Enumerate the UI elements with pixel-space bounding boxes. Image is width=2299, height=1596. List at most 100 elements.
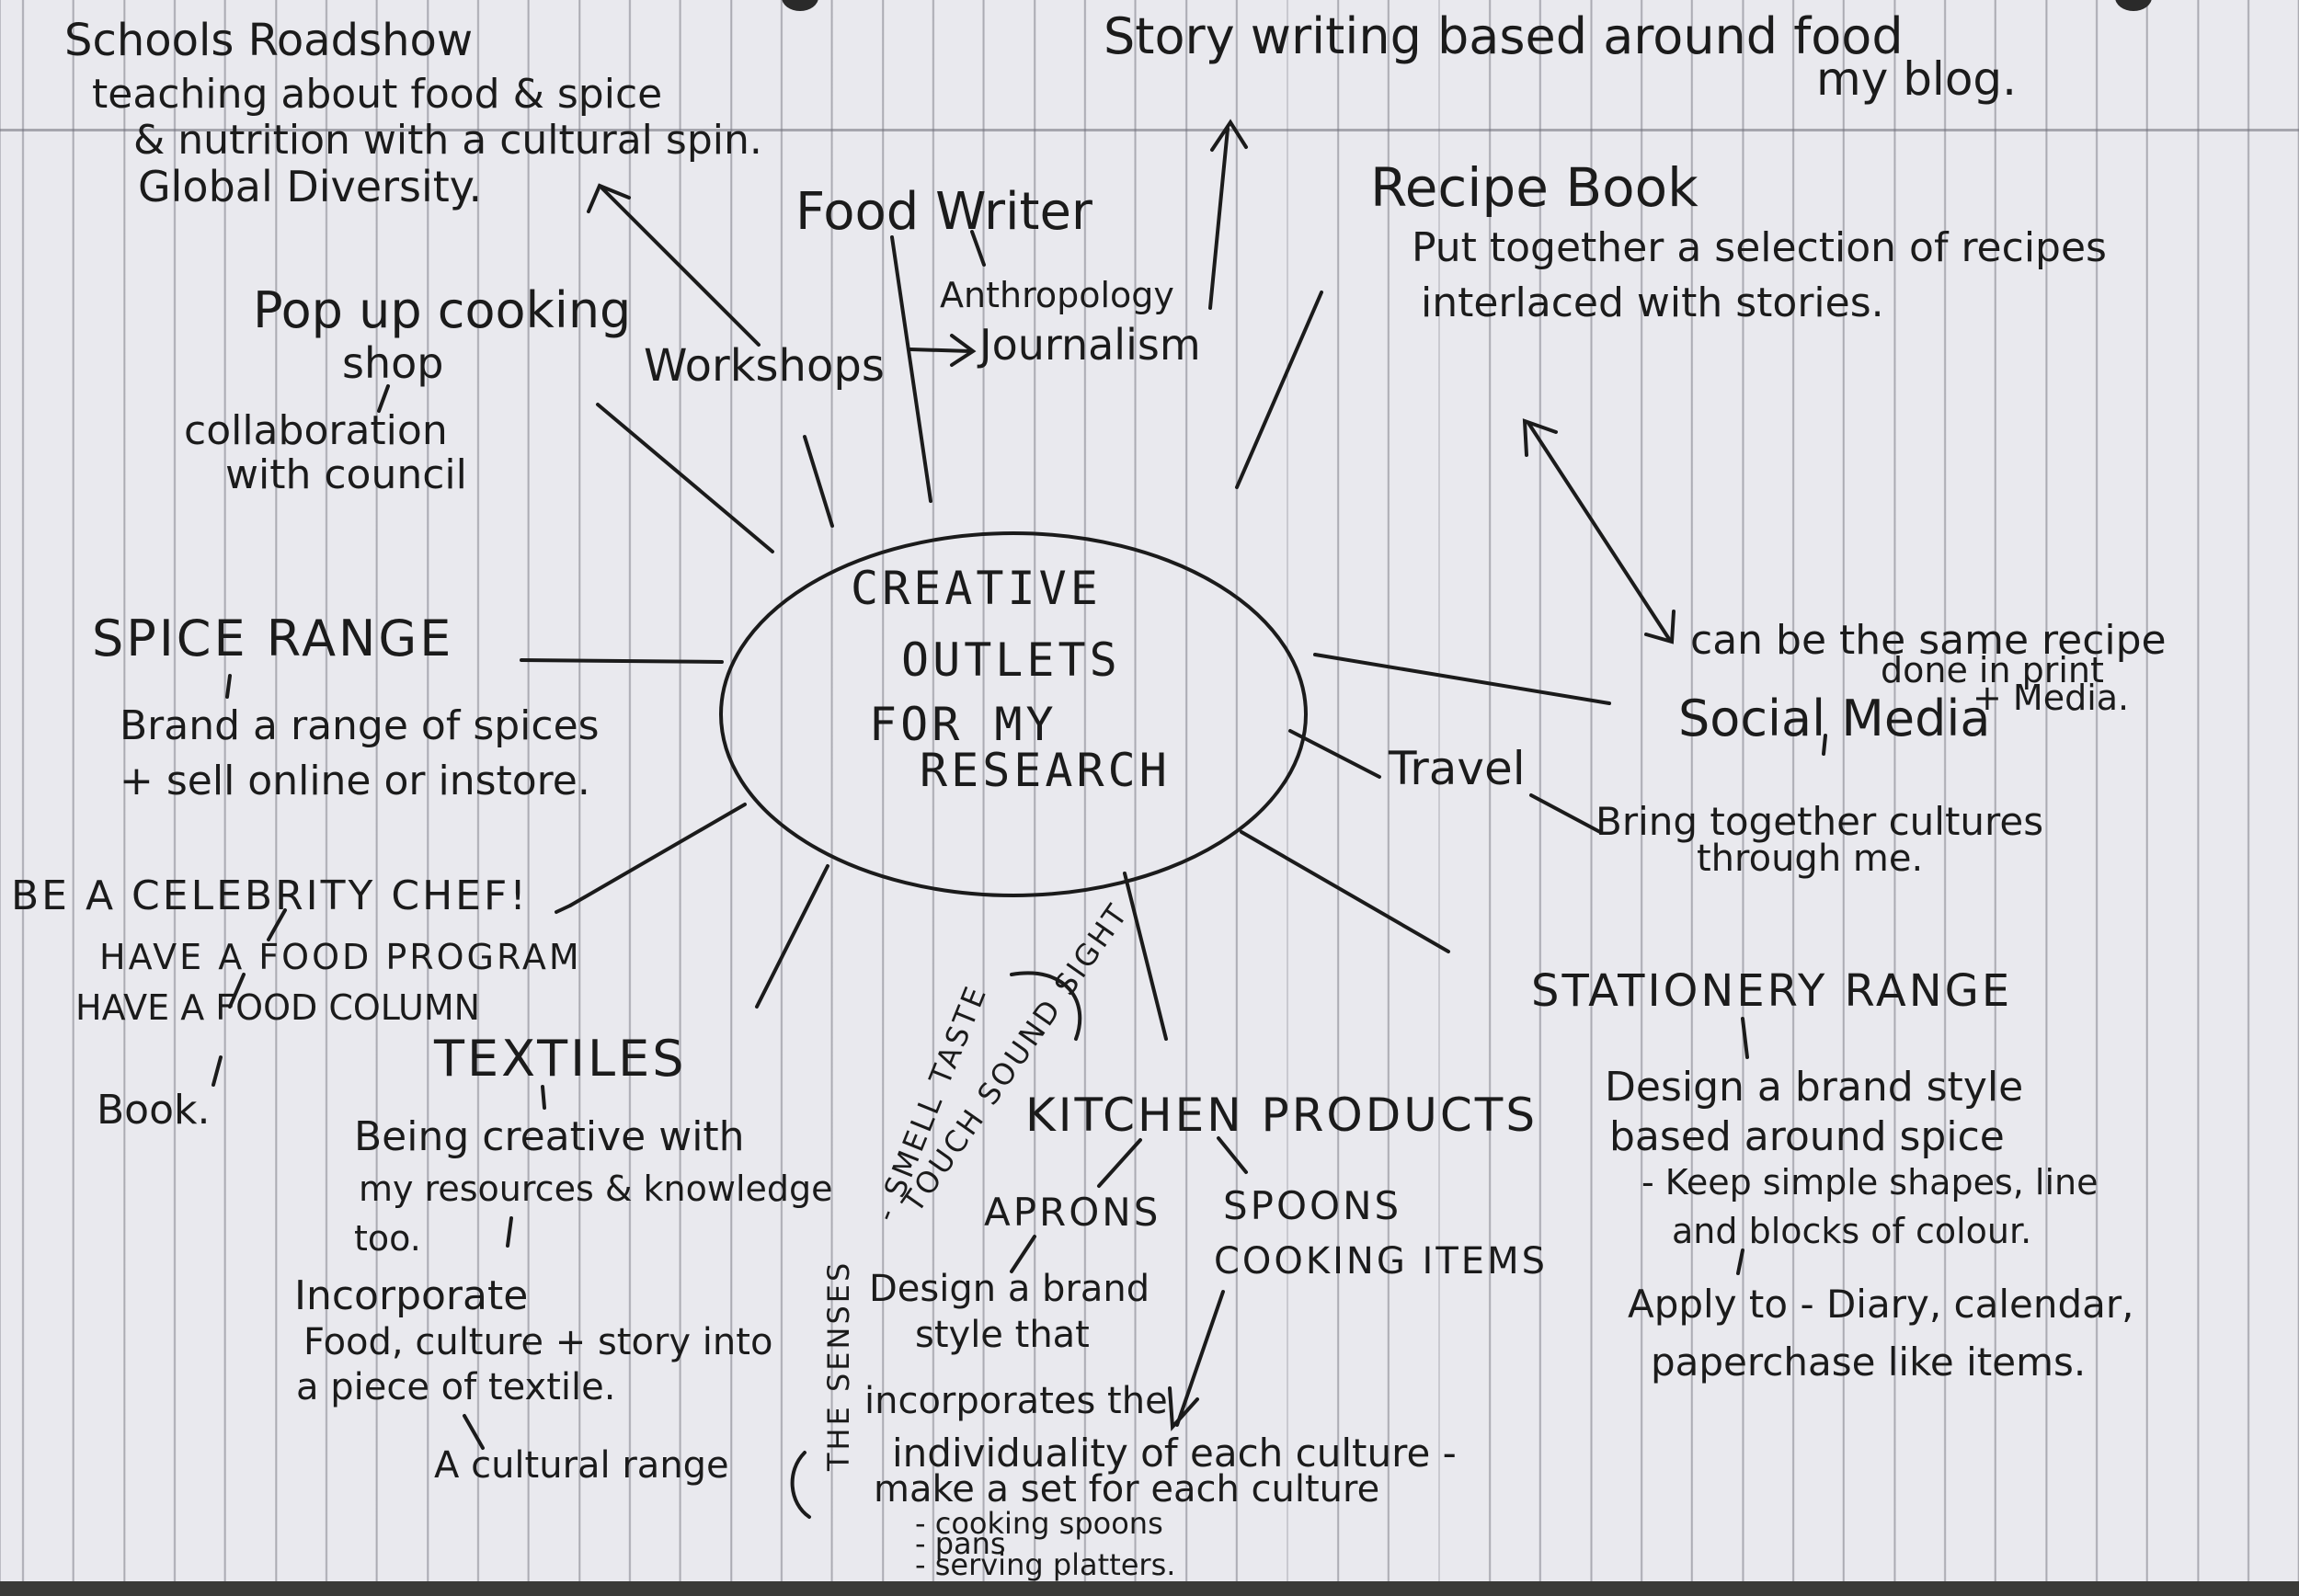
kitchen-line-2: style that xyxy=(915,1314,1090,1356)
textiles-line-1: Being creative with xyxy=(354,1113,745,1160)
link-textiles-sub3 xyxy=(463,1414,485,1450)
link-textiles xyxy=(755,864,829,1009)
kitchen-cooking-items: COOKING ITEMS xyxy=(1214,1240,1548,1282)
link-celebrity xyxy=(568,803,747,907)
kitchen-aprons: APRONS xyxy=(984,1190,1161,1235)
kitchen-line-3: incorporates the xyxy=(864,1380,1168,1422)
food-writer-anthropology: Anthropology xyxy=(940,275,1174,315)
link-stationery-sub2 xyxy=(1736,1248,1744,1275)
stationery-line-4: and blocks of colour. xyxy=(1672,1211,2032,1251)
arrow-up-recipe xyxy=(1522,418,1558,457)
center-line-4: RESEARCH xyxy=(920,744,1171,797)
header-rule xyxy=(0,129,2299,131)
link-textiles-sub2 xyxy=(506,1216,513,1248)
recipe-book-line-2: interlaced with stories. xyxy=(1421,279,1884,326)
textiles-line-4: Incorporate xyxy=(294,1272,529,1319)
schools-line-3: Global Diversity. xyxy=(138,162,483,211)
senses-bracket xyxy=(1010,971,1082,1041)
textiles-line-6: a piece of textile. xyxy=(296,1366,616,1408)
link-kitchen-spoons xyxy=(1217,1136,1248,1174)
binder-hole xyxy=(2115,0,2152,11)
link-spice-sub xyxy=(225,674,232,699)
celebrity-line-2: HAVE A FOOD COLUMN xyxy=(75,987,481,1028)
arrow-down-recipe xyxy=(1644,610,1676,644)
celebrity-line-3: Book. xyxy=(97,1087,211,1134)
stationery-line-1: Design a brand style xyxy=(1605,1064,2024,1111)
recipe-book-title: Recipe Book xyxy=(1370,156,1699,219)
recipe-book-line-1: Put together a selection of recipes xyxy=(1412,224,2107,271)
link-celebrity-sub2 xyxy=(228,973,246,1009)
stationery-line-5: Apply to - Diary, calendar, xyxy=(1628,1282,2134,1327)
textiles-line-5: Food, culture + story into xyxy=(303,1321,773,1363)
link-aprons-sub xyxy=(1010,1235,1036,1273)
social-media-title: Social Media xyxy=(1678,690,1991,747)
link-journalism xyxy=(909,348,972,353)
schools-line-2: & nutrition with a cultural spin. xyxy=(133,117,762,164)
senses-bracket-2 xyxy=(790,1451,811,1519)
link-cooking-items xyxy=(1175,1290,1225,1427)
link-stationery-sub xyxy=(1741,1017,1749,1059)
link-popup-sub xyxy=(377,384,390,413)
link-kitchen xyxy=(1123,872,1168,1041)
link-travel-sub xyxy=(1529,793,1602,834)
arrow-cooking-items xyxy=(1168,1386,1199,1431)
stationery-line-2: based around spice xyxy=(1609,1113,2005,1160)
center-line-1: CREATIVE xyxy=(851,562,1102,615)
kitchen-line-4: individuality of each culture - xyxy=(892,1431,1457,1476)
kitchen-item-2: - pans xyxy=(915,1526,1006,1561)
link-kitchen-aprons xyxy=(1097,1138,1142,1188)
link-spice xyxy=(520,658,724,664)
travel-title: Travel xyxy=(1389,742,1526,795)
kitchen-item-1: - cooking spoons xyxy=(915,1506,1163,1541)
link-schools xyxy=(600,187,761,347)
link-story xyxy=(1208,127,1230,310)
workshops-label: Workshops xyxy=(644,340,885,392)
travel-line-1: Bring together cultures xyxy=(1596,799,2044,844)
link-anthropology xyxy=(970,230,986,267)
schools-title: Schools Roadshow xyxy=(64,15,474,66)
arrow-schools xyxy=(587,183,631,213)
link-workshops-2 xyxy=(803,435,834,528)
spice-line-2: + sell online or instore. xyxy=(120,758,590,804)
link-workshops xyxy=(596,403,774,553)
same-recipe-line-3: + Media. xyxy=(1973,678,2130,718)
spice-title: SPICE RANGE xyxy=(92,610,454,667)
stationery-line-6: paperchase like items. xyxy=(1651,1340,2087,1385)
center-line-2: OUTLETS xyxy=(901,633,1121,687)
link-same-recipe xyxy=(1527,421,1671,641)
link-stationery xyxy=(1240,830,1450,953)
popup-title-2: shop xyxy=(342,338,444,388)
food-writer-title: Food Writer xyxy=(795,182,1092,242)
same-recipe-line-2: done in print xyxy=(1881,650,2104,690)
link-food-writer xyxy=(890,235,932,503)
center-line-3: FOR MY xyxy=(869,698,1058,751)
center-ellipse xyxy=(719,531,1308,897)
link-celebrity-sub3 xyxy=(212,1055,223,1087)
textiles-line-3: too. xyxy=(354,1218,421,1259)
arrow-journalism xyxy=(950,334,977,367)
schools-line-1: teaching about food & spice xyxy=(92,71,663,118)
kitchen-title: KITCHEN PRODUCTS xyxy=(1025,1089,1538,1142)
textiles-line-2: my resources & knowledge xyxy=(359,1168,833,1209)
stationery-title: STATIONERY RANGE xyxy=(1531,965,2013,1017)
link-recipe-book xyxy=(1235,291,1323,489)
kitchen-item-3: - serving platters. xyxy=(915,1547,1176,1581)
link-social-sub xyxy=(1822,734,1827,756)
link-travel xyxy=(1288,729,1381,779)
celebrity-line-1: HAVE A FOOD PROGRAM xyxy=(99,937,582,977)
kitchen-line-1: Design a brand xyxy=(869,1268,1150,1310)
popup-title-1: Pop up cooking xyxy=(253,281,632,339)
stationery-line-3: - Keep simple shapes, line xyxy=(1641,1162,2099,1203)
link-social xyxy=(1313,653,1611,705)
textiles-title: TEXTILES xyxy=(434,1030,687,1088)
popup-sub-1: collaboration xyxy=(184,407,448,454)
food-writer-journalism: Journalism xyxy=(979,320,1201,370)
spice-line-1: Brand a range of spices xyxy=(120,702,600,749)
senses-label: THE SENSES xyxy=(821,1260,856,1471)
same-recipe-line-1: can be the same recipe xyxy=(1690,617,2167,664)
story-line-1: Story writing based around food xyxy=(1104,7,1904,65)
popup-sub-2: with council xyxy=(225,451,467,498)
celebrity-title: BE A CELEBRITY CHEF! xyxy=(11,872,529,919)
